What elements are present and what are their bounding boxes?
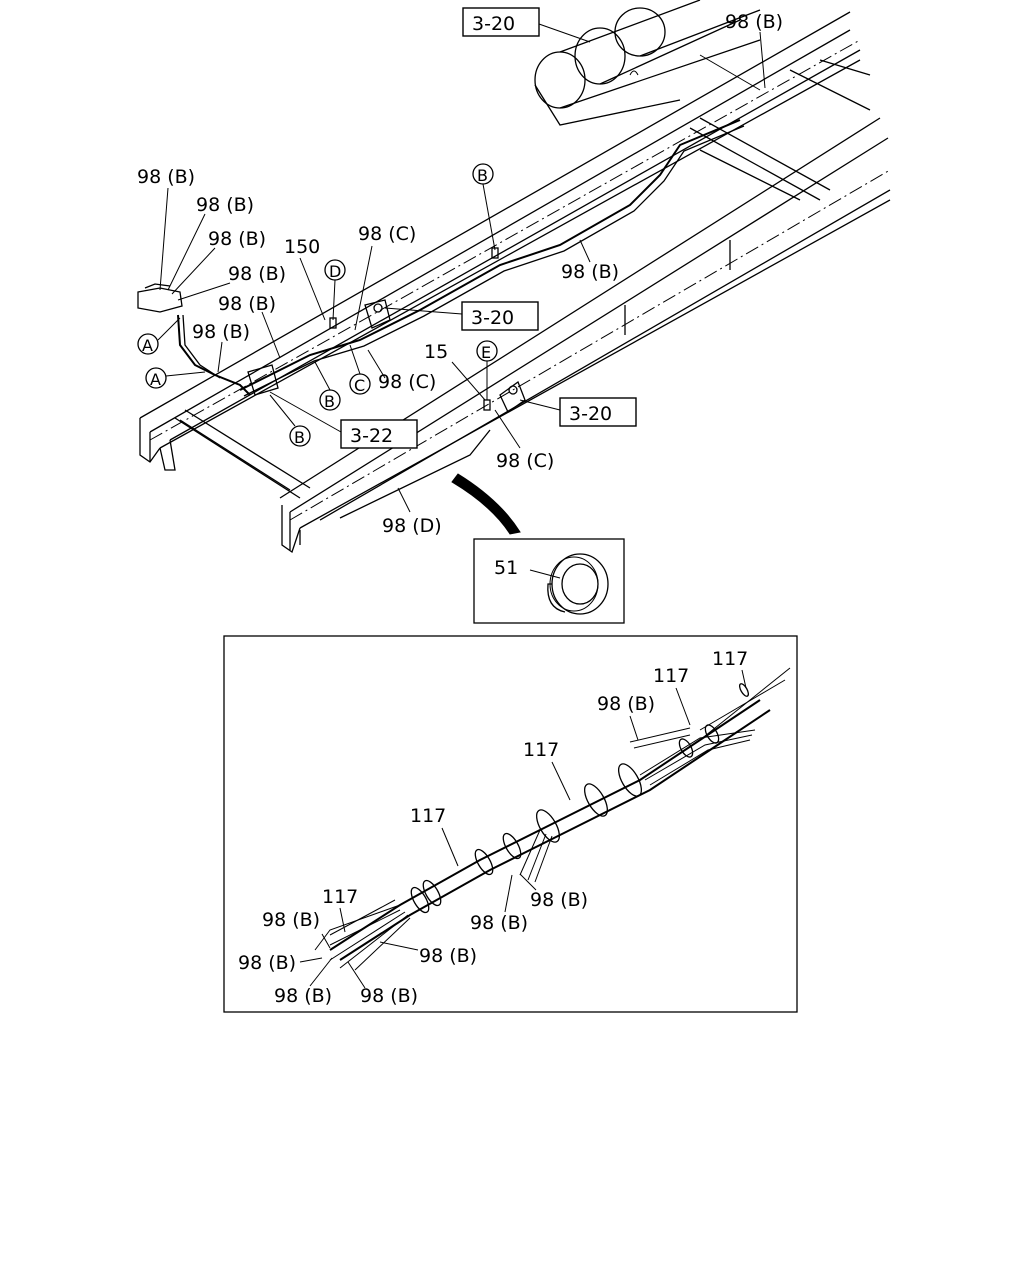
inset-label-117-e: 117 xyxy=(322,886,358,908)
inset-label-117-b: 117 xyxy=(653,665,689,687)
inset-label-b-mid-left: 98 (B) xyxy=(470,912,528,934)
label-left-3: 98 (B) xyxy=(208,228,266,250)
inset-label-b-bottom-right: 98 (B) xyxy=(360,985,418,1007)
ref-box-right: 3-20 xyxy=(569,403,612,425)
upper-label-leaders xyxy=(159,31,766,513)
label-c-top: 98 (C) xyxy=(358,223,416,245)
circle-letter-d: D xyxy=(329,262,341,281)
inset-label-117-c: 117 xyxy=(523,739,559,761)
inset-label-b-left-top: 98 (B) xyxy=(262,909,320,931)
letter-leaders xyxy=(157,183,496,427)
label-left-6: 98 (B) xyxy=(192,321,250,343)
label-150: 150 xyxy=(284,236,320,258)
circle-letter-b2: B xyxy=(324,392,335,411)
label-d-bottom: 98 (D) xyxy=(382,515,442,537)
harness-inset xyxy=(223,635,798,1013)
ref-box-top: 3-20 xyxy=(472,13,515,35)
label-top-right: 98 (B) xyxy=(725,11,783,33)
circle-letter-a2: A xyxy=(150,370,161,389)
label-51: 51 xyxy=(494,557,518,579)
inset-label-b-mid-right: 98 (B) xyxy=(530,889,588,911)
reference-boxes: 3-20 3-20 3-20 3-22 xyxy=(340,7,637,449)
ref-box-lower: 3-22 xyxy=(350,425,393,447)
detail-arrow xyxy=(451,473,521,535)
harness-upper xyxy=(137,119,745,519)
label-left-2: 98 (B) xyxy=(196,194,254,216)
tank-cylinders xyxy=(534,0,761,126)
ref-box-mid: 3-20 xyxy=(471,307,514,329)
label-left-5: 98 (B) xyxy=(218,293,276,315)
label-c-right: 98 (C) xyxy=(496,450,554,472)
inset-leaders xyxy=(299,669,747,989)
label-c-mid: 98 (C) xyxy=(378,371,436,393)
label-left-4: 98 (B) xyxy=(228,263,286,285)
ref-box-leaders xyxy=(269,23,591,433)
inset-label-b-left-mid: 98 (B) xyxy=(238,952,296,974)
circle-letter-e: E xyxy=(481,343,491,362)
inset-label-117-a: 117 xyxy=(712,648,748,670)
circle-letter-a1: A xyxy=(142,336,153,355)
inset-labels: 117 117 98 (B) 117 117 98 (B) 98 (B) 117… xyxy=(238,648,748,1007)
inset-label-b-left-right: 98 (B) xyxy=(419,945,477,967)
circle-letter-b1: B xyxy=(477,166,488,185)
grommet-detail: 51 xyxy=(473,538,625,624)
upper-labels: 98 (B) 98 (B) 98 (B) 98 (B) 98 (B) 98 (B… xyxy=(137,11,783,537)
inset-label-117-d: 117 xyxy=(410,805,446,827)
inset-label-b-top: 98 (B) xyxy=(597,693,655,715)
label-left-1: 98 (B) xyxy=(137,166,195,188)
label-15: 15 xyxy=(424,341,448,363)
label-mid-right: 98 (B) xyxy=(561,261,619,283)
circle-letter-b3: B xyxy=(294,428,305,447)
circle-letter-c: C xyxy=(354,376,365,395)
inset-label-b-bottom-left: 98 (B) xyxy=(274,985,332,1007)
